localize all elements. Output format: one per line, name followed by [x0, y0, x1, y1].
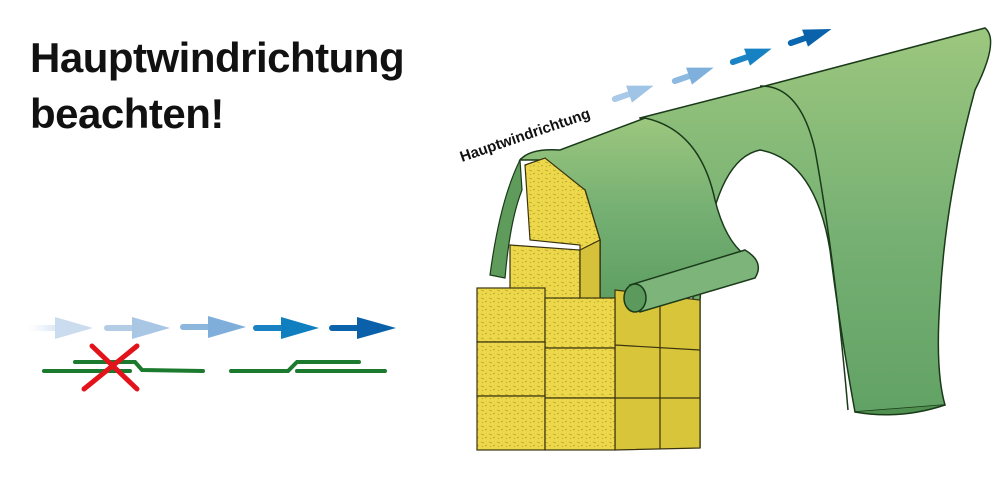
- cross-icon: [81, 343, 140, 392]
- arrow-icon: [671, 67, 714, 85]
- arrow-icon: [787, 29, 832, 47]
- tarp-roll: [623, 249, 760, 313]
- arrow-icon: [104, 317, 170, 339]
- bale-stack: [476, 157, 701, 451]
- wrong-overlap-diagram: [42, 343, 205, 392]
- title-line-1: Hauptwindrichtung: [30, 34, 405, 81]
- arrow-icon: [329, 317, 396, 339]
- title-line-2: beachten!: [30, 90, 224, 137]
- arrow-icon: [253, 317, 319, 339]
- correct-overlap-diagram: [229, 360, 387, 373]
- arrow-icon: [28, 317, 93, 339]
- tarp: [489, 27, 992, 449]
- wind-arrows-diagonal: [611, 29, 832, 103]
- wind-arrows-row: [28, 316, 396, 339]
- page-title: Hauptwindrichtung beachten!: [30, 30, 405, 142]
- arrow-icon: [611, 85, 654, 103]
- arrow-icon: [729, 48, 772, 66]
- arrow-icon: [180, 316, 246, 338]
